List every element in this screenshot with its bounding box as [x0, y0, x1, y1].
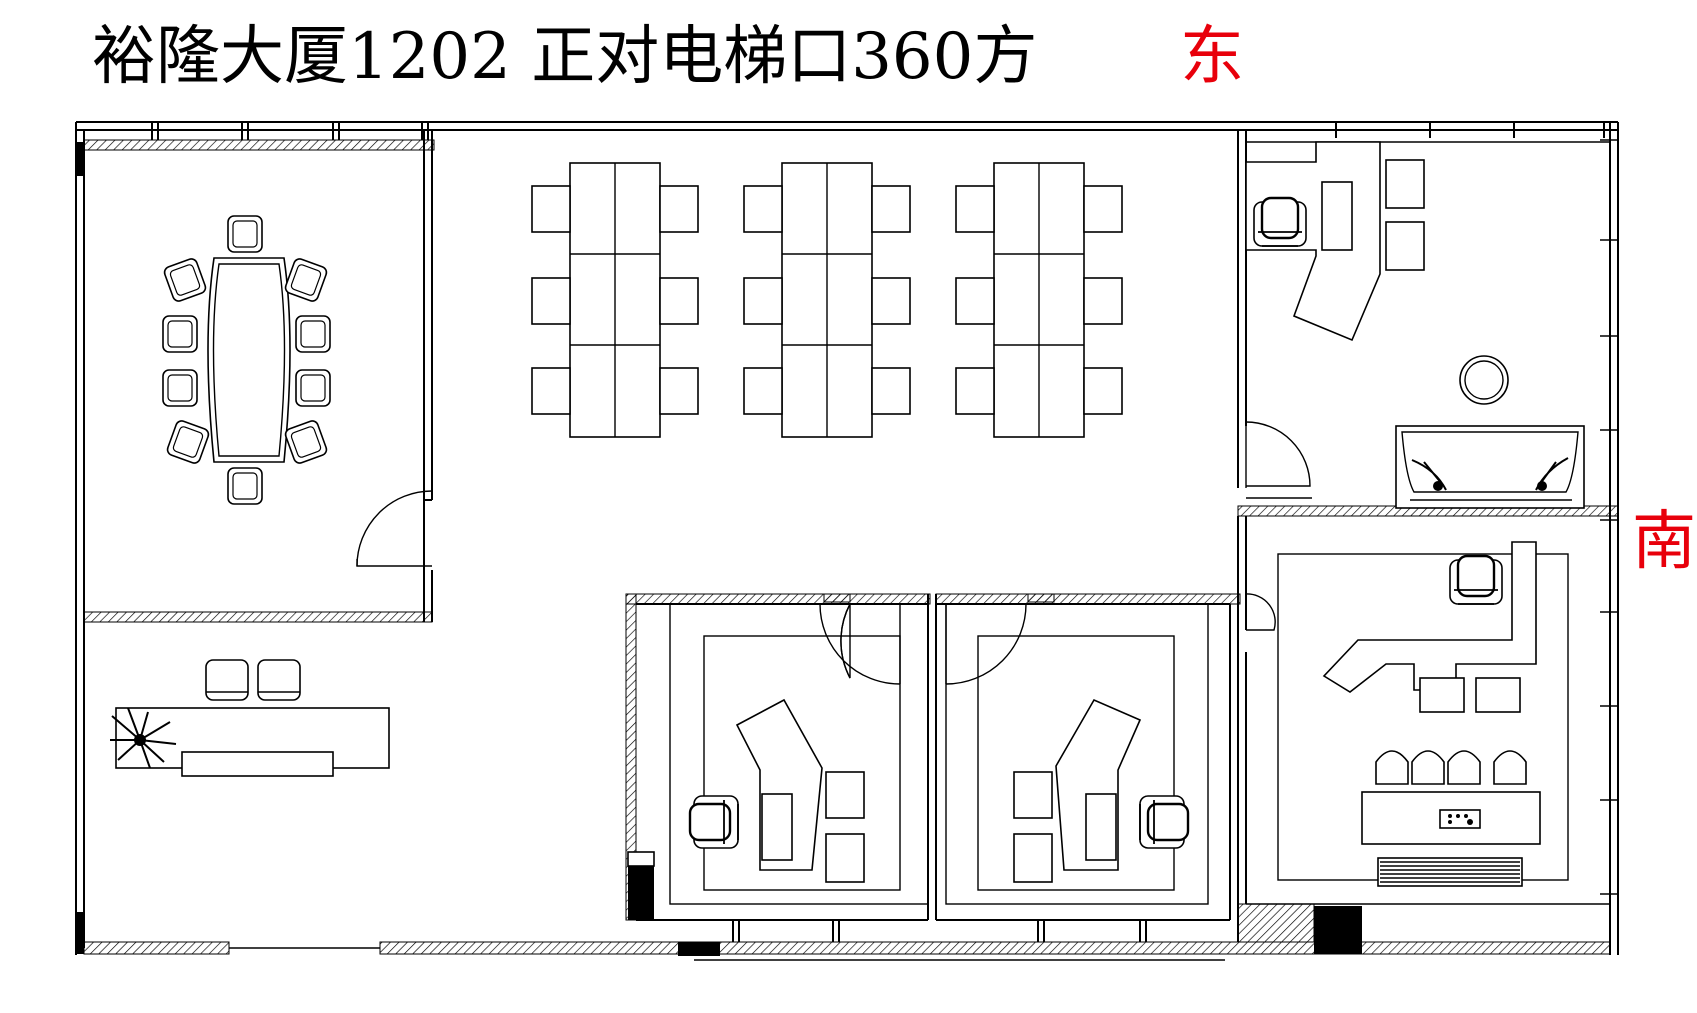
outer-walls — [75, 121, 1619, 961]
conference-room — [83, 130, 435, 623]
sofa — [1395, 425, 1585, 509]
reception-area — [110, 659, 390, 777]
southeast-office — [1237, 516, 1610, 954]
conference-table — [207, 257, 291, 463]
plan-title: 裕隆大厦1202 正对电梯口360方 — [92, 20, 1037, 94]
private-office-2 — [935, 593, 1241, 921]
compass-east-label: 东 — [1180, 20, 1244, 94]
northeast-office — [1237, 130, 1619, 517]
lounge-chairs — [1375, 750, 1527, 785]
private-office-1 — [625, 593, 937, 921]
open-workstations — [531, 162, 1123, 438]
compass-south-label: 南 — [1632, 505, 1696, 579]
plant-icon — [110, 707, 177, 769]
